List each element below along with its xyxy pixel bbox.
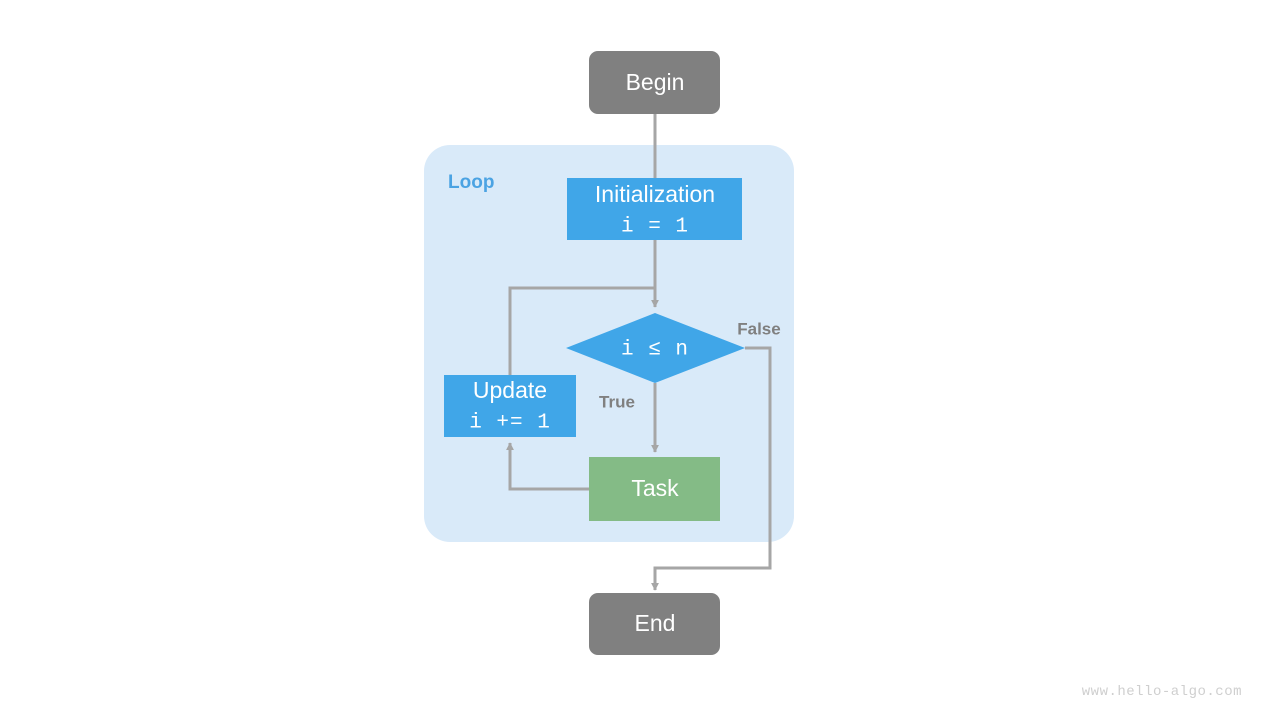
watermark-text: www.hello-algo.com bbox=[1081, 684, 1242, 700]
edge-label-true: True bbox=[599, 392, 635, 411]
edge-task-to-update bbox=[506, 442, 589, 491]
node-initialization[interactable]: Initialization i = 1 bbox=[567, 178, 742, 240]
node-initialization-code: i = 1 bbox=[621, 216, 689, 239]
node-update-code: i += 1 bbox=[469, 412, 551, 435]
node-update-label: Update bbox=[473, 377, 547, 403]
edge-update-to-condition bbox=[508, 286, 655, 375]
node-end[interactable]: End bbox=[589, 593, 720, 655]
node-update[interactable]: Update i += 1 bbox=[444, 375, 576, 437]
edge-condition-false-to-end bbox=[651, 346, 772, 591]
node-end-label: End bbox=[635, 610, 676, 636]
node-initialization-label: Initialization bbox=[595, 181, 715, 207]
node-condition[interactable]: i ≤ n bbox=[566, 313, 745, 383]
node-begin-label: Begin bbox=[626, 69, 685, 95]
node-task-label: Task bbox=[631, 475, 679, 501]
node-condition-code: i ≤ n bbox=[621, 339, 689, 362]
node-begin[interactable]: Begin bbox=[589, 51, 720, 114]
loop-group-label: Loop bbox=[448, 172, 494, 193]
edge-label-false: False bbox=[737, 319, 780, 338]
node-task[interactable]: Task bbox=[589, 457, 720, 521]
